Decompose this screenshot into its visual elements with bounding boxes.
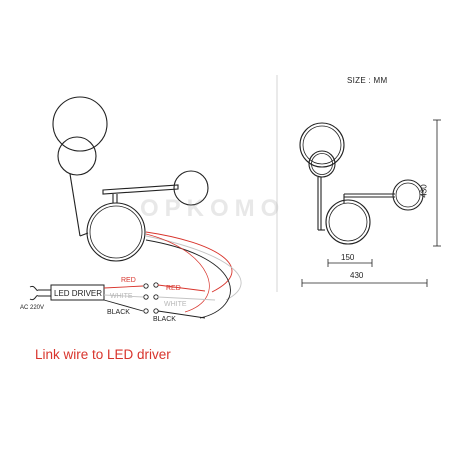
large-bottom-ring [86,202,146,262]
ac-input-label: AC 220V [20,305,45,311]
side-ring [173,170,209,206]
wire-label-red-driver: RED [121,277,136,284]
wire-white-curve [145,235,242,301]
watermark-text: OPKOMO [140,195,286,222]
wire-label-red-lamp: RED [166,285,181,292]
wire-label-black-driver: BLACK [107,309,130,316]
wire-connectors [103,282,216,319]
instruction-caption: Link wire to LED driver [35,347,171,362]
lamp-front-view [299,122,424,245]
horizontal-arm [102,184,179,195]
size-unit-note: SIZE : MM [347,76,388,85]
led-driver-box [29,284,105,301]
wire-black-curve [145,239,231,319]
wire-red-curve [145,231,233,293]
dimension-lines [301,119,441,287]
lamp-wires [145,231,242,319]
lamp-perspective [52,96,209,262]
dimension-height: 430 [419,184,429,198]
led-driver-label: LED DRIVER [54,289,103,298]
small-top-ring [57,136,97,176]
vertical-rod [69,173,81,237]
wire-label-white-lamp: WHITE [164,301,187,308]
dimension-width: 430 [350,271,364,280]
wire-label-black-lamp: BLACK [153,316,176,323]
dimension-arm-length: 150 [341,253,355,262]
large-top-ring [52,96,108,152]
wire-label-white-driver: WHITE [110,293,133,300]
